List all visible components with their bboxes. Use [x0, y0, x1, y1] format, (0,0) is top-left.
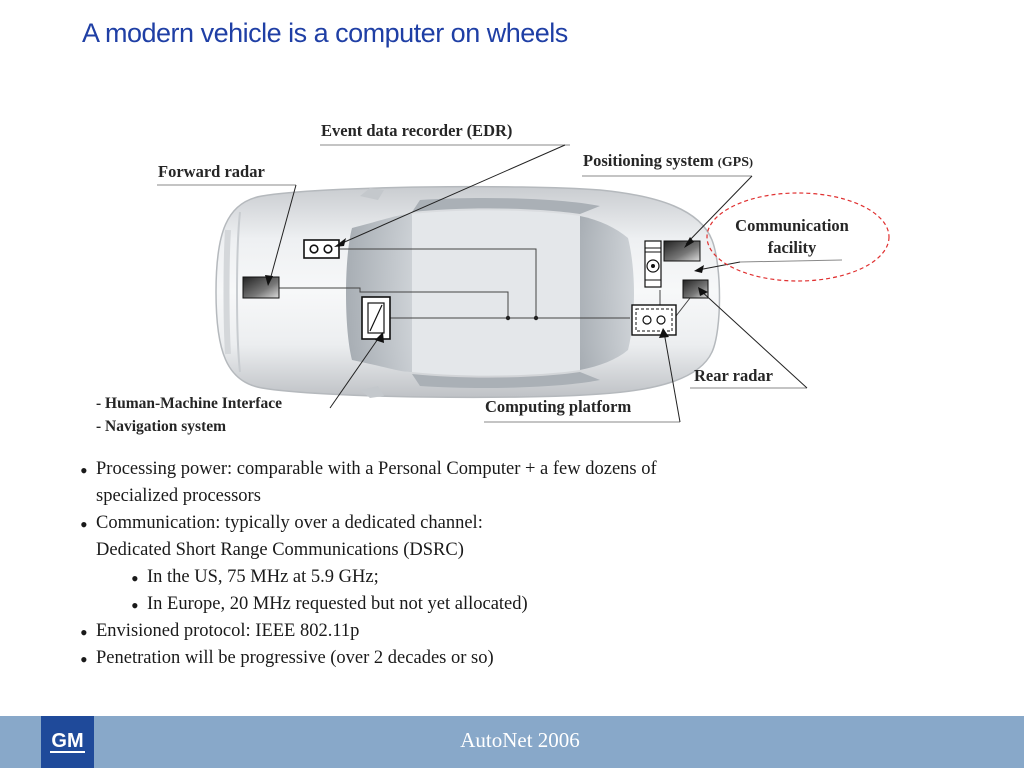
sub-bullet-item: • In the US, 75 MHz at 5.9 GHz; [131, 564, 840, 591]
bullet-text-cont: specialized processors [96, 486, 261, 506]
bullet-text: In the US, 75 MHz at 5.9 GHz; [147, 567, 379, 587]
forward-radar-unit [242, 276, 280, 299]
bullet-text: Processing power: comparable with a Pers… [96, 459, 657, 479]
bullet-dot: • [80, 458, 88, 483]
highlight-ellipse [706, 192, 890, 282]
arrowheads [265, 237, 708, 343]
label-gps-abbr: GPS [721, 155, 749, 170]
bullet-dot: • [131, 593, 139, 618]
label-computing-platform: Computing platform [485, 397, 632, 416]
slide-title: A modern vehicle is a computer on wheels [82, 18, 568, 48]
label-hmi: - Human-Machine Interface [96, 395, 282, 412]
bullet-text: In Europe, 20 MHz requested but not yet … [147, 594, 528, 614]
bullet-text: Communication: typically over a dedicate… [96, 513, 483, 533]
vehicle-diagram [157, 144, 890, 423]
bullet-list: • Processing power: comparable with a Pe… [80, 456, 840, 672]
hmi-display-unit [361, 296, 391, 340]
rear-radar-unit [682, 279, 709, 299]
gps-antenna-unit [644, 240, 662, 288]
bullet-item: • Processing power: comparable with a Pe… [80, 456, 840, 510]
label-gps-close: ) [749, 155, 753, 169]
sub-bullet-item: • In Europe, 20 MHz requested but not ye… [131, 591, 840, 618]
label-edr: Event data recorder (EDR) [321, 121, 513, 140]
bullet-item: • Envisioned protocol: IEEE 802.11p [80, 618, 840, 645]
leader-lines [269, 144, 808, 423]
bullet-dot: • [80, 647, 88, 672]
label-forward-radar: Forward radar [158, 162, 265, 181]
edr-unit [303, 239, 340, 259]
footer-band [0, 716, 1024, 768]
label-gps: Positioning system (GPS) [583, 151, 753, 171]
bullet-dot: • [80, 512, 88, 537]
bullet-item: • Penetration will be progressive (over … [80, 645, 840, 672]
communication-unit [663, 240, 701, 262]
bullet-text: Penetration will be progressive (over 2 … [96, 648, 494, 668]
label-communication-facility: Communication facility [716, 215, 868, 259]
label-rear-radar: Rear radar [694, 366, 773, 385]
label-gps-main: Positioning system [583, 151, 714, 170]
bullet-text: Envisioned protocol: IEEE 802.11p [96, 621, 360, 641]
bullet-dot: • [80, 620, 88, 645]
bullet-text-cont: Dedicated Short Range Communications (DS… [96, 540, 464, 560]
gm-logo-text: GM [50, 730, 85, 753]
bullet-dot: • [131, 566, 139, 591]
label-comm-line2: facility [767, 238, 817, 257]
gm-logo: GM [41, 716, 94, 768]
computing-platform-unit [631, 304, 677, 336]
label-underlines [157, 144, 843, 423]
footer-text: AutoNet 2006 [460, 728, 580, 752]
label-navigation: - Navigation system [96, 418, 227, 435]
label-comm-line1: Communication [735, 216, 849, 235]
label-gps-open: ( [717, 155, 722, 169]
bullet-item: • Communication: typically over a dedica… [80, 510, 840, 564]
